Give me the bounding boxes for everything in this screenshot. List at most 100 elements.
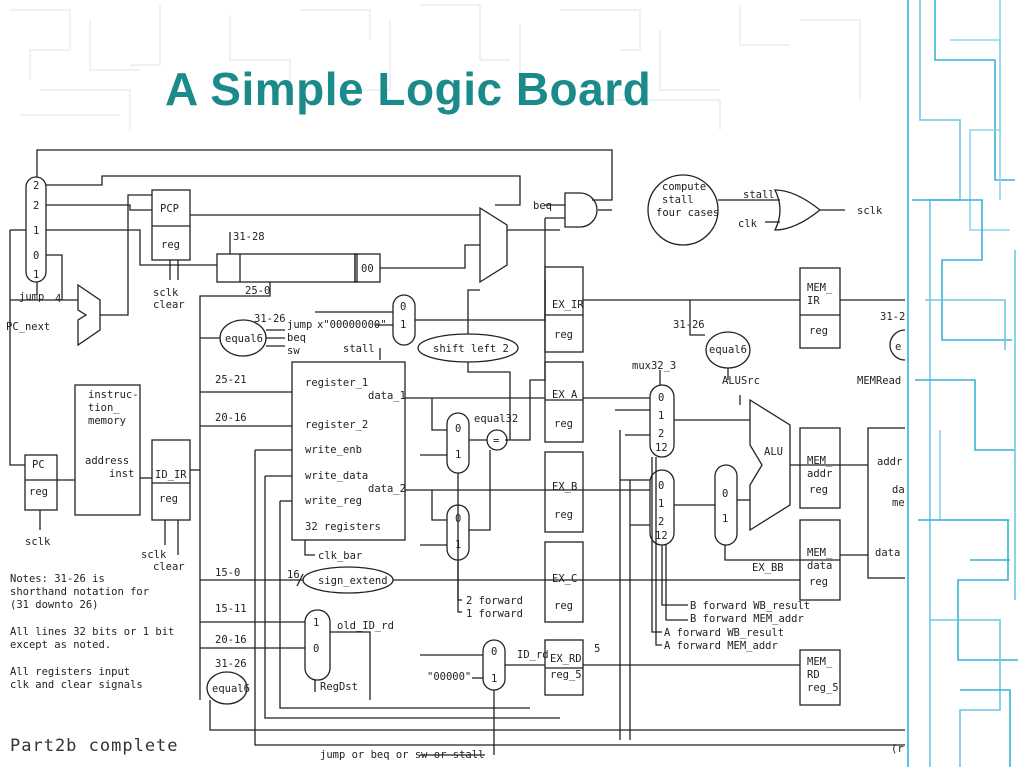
regdst-mux-0: 0 <box>313 643 319 655</box>
zeros-00-label: 00 <box>361 263 374 275</box>
ex-c-register <box>544 541 584 623</box>
clear-label: clear <box>153 299 185 311</box>
b-forward-mem: B forward MEM_addr <box>690 613 804 625</box>
decorative-circuit-lines <box>907 0 1018 767</box>
id-ir-reg-label: reg <box>159 493 178 505</box>
stall-mux-in-0: 0 <box>400 301 406 313</box>
old-id-rd-label: old_ID_rd <box>337 620 394 632</box>
ex-b-label: EX_B <box>552 481 577 493</box>
a-forward-wb: A forward WB_result <box>664 627 784 639</box>
note-line-7: clk and clear signals <box>10 679 143 691</box>
beq-and-gate <box>564 192 598 228</box>
mem-rd-register <box>799 649 841 706</box>
clk-label: clk <box>738 218 758 230</box>
register-file <box>291 361 406 541</box>
imem-label-3: memory <box>88 415 126 427</box>
mem-addr-label-1: MEM_ <box>807 455 833 467</box>
rf-32-registers: 32 registers <box>305 521 381 533</box>
rf-data-1: data_1 <box>368 390 406 402</box>
equal6-ex-label: equal6 <box>709 344 747 356</box>
bits-25-21-label: 25-21 <box>215 374 247 386</box>
four-cases-label: four cases <box>656 207 719 219</box>
mem-rd-label-1: MEM_ <box>807 656 833 668</box>
pc-label: PC <box>32 459 45 471</box>
mem-ir-label-2: IR <box>807 295 820 307</box>
pc-next-label: PC_next <box>6 321 50 333</box>
fwd-mux-b-1: 1 <box>455 539 461 551</box>
ex-ir-register <box>544 266 584 353</box>
equal6-bottom-label: equal6 <box>212 683 250 695</box>
note-line-1: Notes: 31-26 is <box>10 573 105 585</box>
ex-c-reg-label: reg <box>554 600 573 612</box>
equal6-mem-partial <box>889 329 905 361</box>
ex-ir-reg-label: reg <box>554 329 573 341</box>
id-clear-label: clear <box>153 561 185 573</box>
equal6-bottom <box>206 671 248 705</box>
forward-mux-a <box>446 412 470 474</box>
beq-label: beq <box>533 200 552 212</box>
alu-label: ALU <box>764 446 783 458</box>
address-label: address <box>85 455 129 467</box>
note-line-6: All registers input <box>10 666 130 678</box>
mux-b-in-2: 2 <box>658 516 664 528</box>
mem-data-label-2: data <box>807 560 832 572</box>
mem-data-reg: reg <box>809 576 828 588</box>
alusrc-mux-1: 1 <box>722 513 728 525</box>
mem-ir-reg-label: reg <box>809 325 828 337</box>
beq-signal: beq <box>287 332 306 344</box>
bits-31-2-label: 31-2 <box>880 311 905 323</box>
pcp-register <box>151 189 191 261</box>
bits-20-16-b-label: 20-16 <box>215 634 247 646</box>
rf-register-1: register_1 <box>305 377 368 389</box>
id-ir-label: ID_IR <box>155 469 187 481</box>
pcp-reg-label: reg <box>161 239 180 251</box>
pc-register <box>24 454 58 511</box>
alusrc-mux-0: 0 <box>722 488 728 500</box>
sclk-out-label: sclk <box>857 205 883 217</box>
five-label: 5 <box>594 643 600 655</box>
pc-sclk-label: sclk <box>25 536 51 548</box>
id-rd-label: ID_rd <box>517 649 549 661</box>
jump-mux-in-1: 1 <box>33 225 39 237</box>
rf-register-2: register_2 <box>305 419 368 431</box>
mem-ir-label-1: MEM_ <box>807 282 833 294</box>
alusrc-label: ALUSrc <box>722 375 760 387</box>
sign-extend-label: sign_extend <box>318 575 388 587</box>
mem-data-label-1: MEM_ <box>807 547 833 559</box>
compute-label: compute <box>662 181 706 193</box>
pcp-label: PCP <box>160 203 179 215</box>
fwd-mux-a-1: 1 <box>455 449 461 461</box>
ex-a-register <box>544 361 584 443</box>
jump-label: jump <box>19 291 44 303</box>
bits-31-28-label: 31-28 <box>233 231 265 243</box>
ex-b-register <box>544 451 584 533</box>
jump-signal: jump <box>287 319 312 331</box>
ex-b-reg-label: reg <box>554 509 573 521</box>
note-line-3: (31 downto 26) <box>10 599 99 611</box>
ex-c-label: EX_C <box>552 573 577 585</box>
mux-b-in-0: 0 <box>658 480 664 492</box>
two-forward-label: 2 forward <box>466 595 523 607</box>
footer-caption: Part2b complete <box>10 736 179 756</box>
mux-b-in-12: 12 <box>655 530 668 542</box>
clk-bar-label: clk_bar <box>318 550 362 562</box>
a-forward-mem: A forward MEM_addr <box>664 640 778 652</box>
background-pattern <box>10 4 861 130</box>
bits-31-26-ex: 31-26 <box>673 319 705 331</box>
bits-31-26-b-label: 31-26 <box>215 658 247 670</box>
note-line-5: except as noted. <box>10 639 111 651</box>
fwd-mux-a-0: 0 <box>455 423 461 435</box>
memread-label: MEMRead <box>857 375 901 387</box>
mem-addr-register <box>799 427 841 509</box>
imem-label-2: tion_ <box>88 402 120 414</box>
pc-adder <box>77 283 101 347</box>
logic-board-schematic: 2 2 1 0 1 jump 4 PC_next PCP reg 31-28 0… <box>6 149 905 761</box>
rf-write-reg: write_reg <box>305 495 362 507</box>
stall-mux-in-1: 1 <box>400 319 406 331</box>
fwd-mux-b-0: 0 <box>455 513 461 525</box>
equal6-label: equal6 <box>225 333 263 345</box>
sclk-label: sclk <box>153 287 179 299</box>
stall-label: stall <box>343 343 375 355</box>
data-memory <box>867 427 905 579</box>
pc-reg-label: reg <box>29 486 48 498</box>
